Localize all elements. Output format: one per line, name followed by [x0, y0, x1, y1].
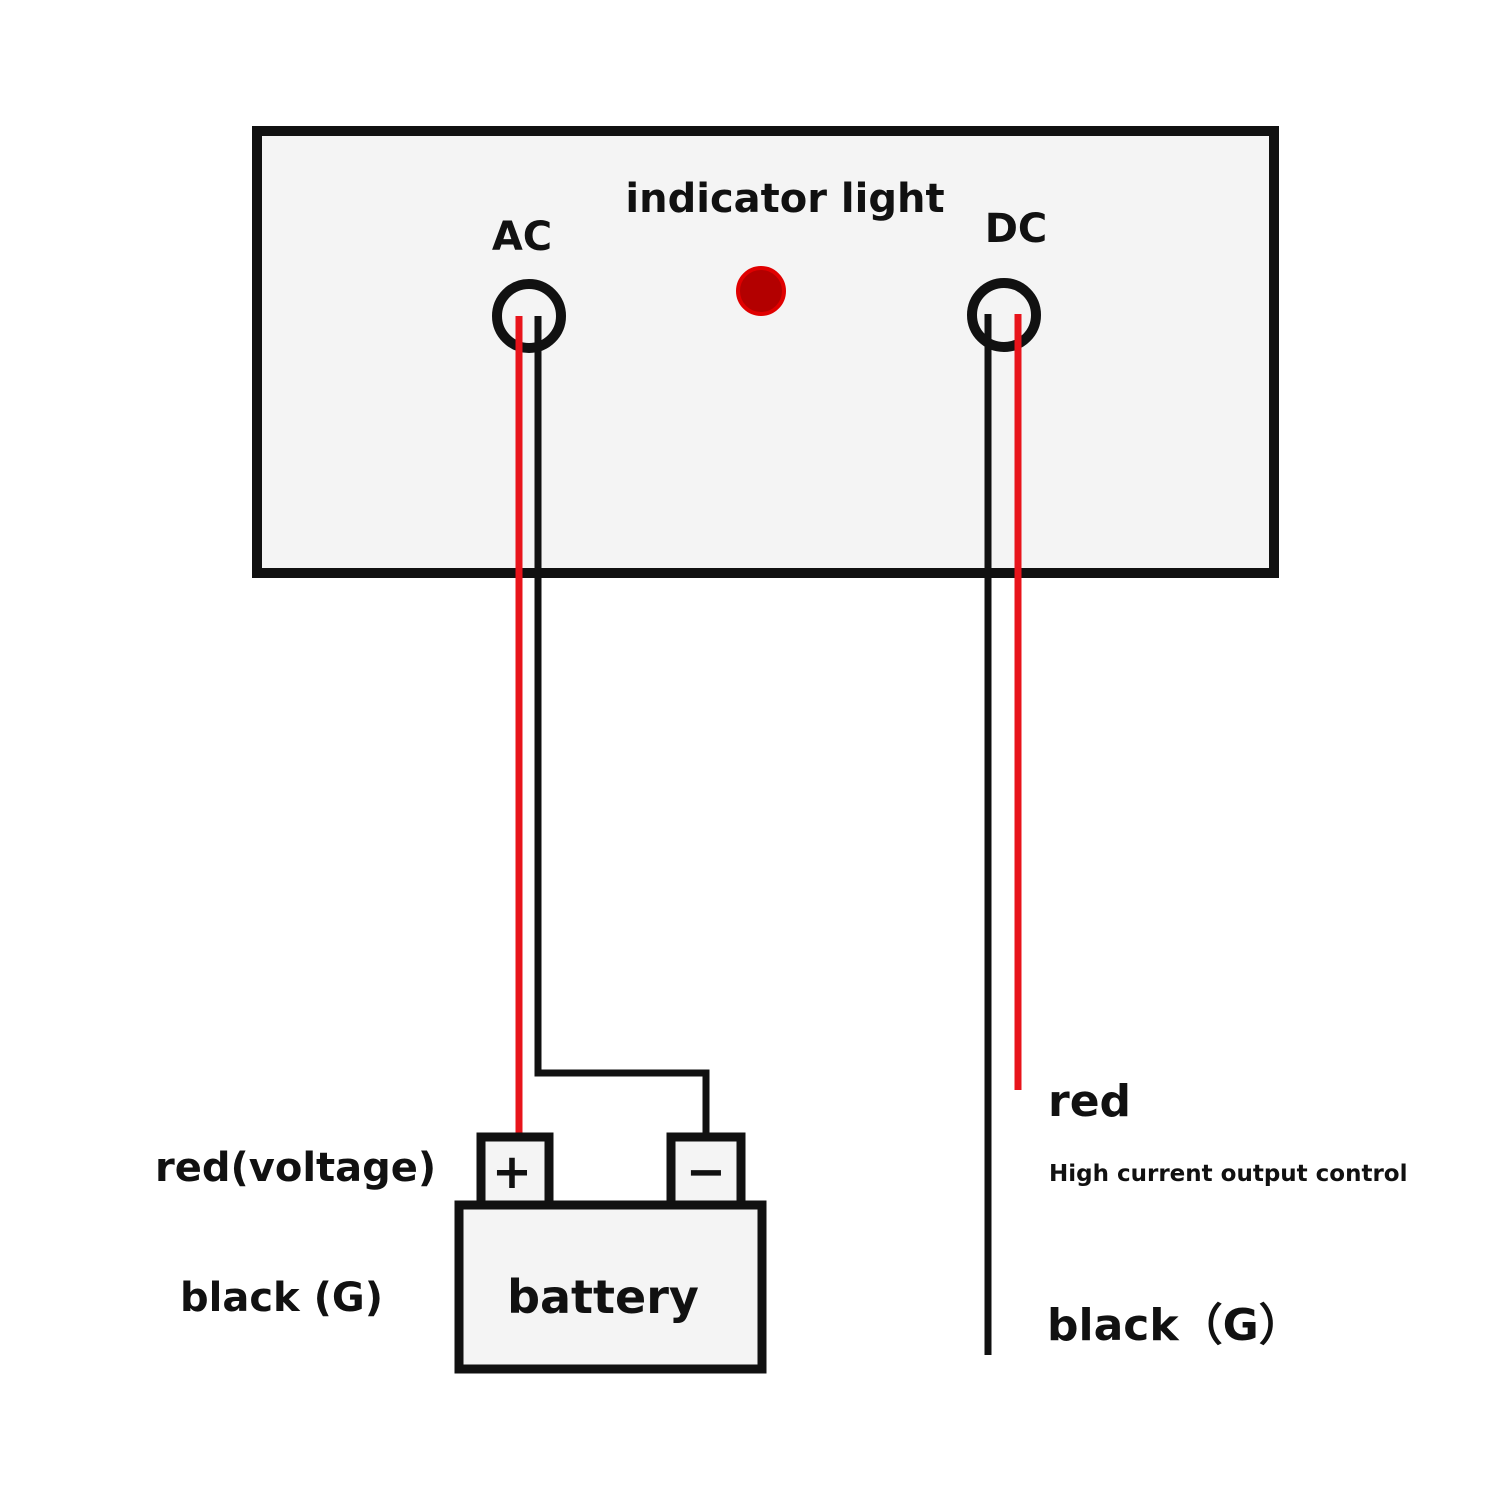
left-black-ground-label: black (G): [180, 1275, 383, 1321]
right-black-ground-label: black（G）: [1047, 1300, 1303, 1351]
battery-body: [454, 1200, 767, 1374]
minus-symbol: −: [686, 1144, 726, 1200]
battery-label: battery: [507, 1270, 699, 1324]
ac-label: AC: [492, 214, 552, 260]
ac-black-wire: [534, 316, 710, 1140]
dc-terminal: [967, 278, 1041, 352]
indicator-light-label: indicator light: [625, 176, 944, 222]
high-current-output-label: High current output control: [1049, 1161, 1408, 1187]
left-red-voltage-label: red(voltage): [155, 1145, 436, 1191]
ac-terminal: [492, 279, 566, 353]
dc-label: DC: [985, 206, 1048, 252]
plus-symbol: +: [492, 1144, 532, 1200]
device-box: [252, 126, 1279, 578]
right-red-label: red: [1048, 1076, 1131, 1127]
indicator-light: [736, 266, 786, 316]
